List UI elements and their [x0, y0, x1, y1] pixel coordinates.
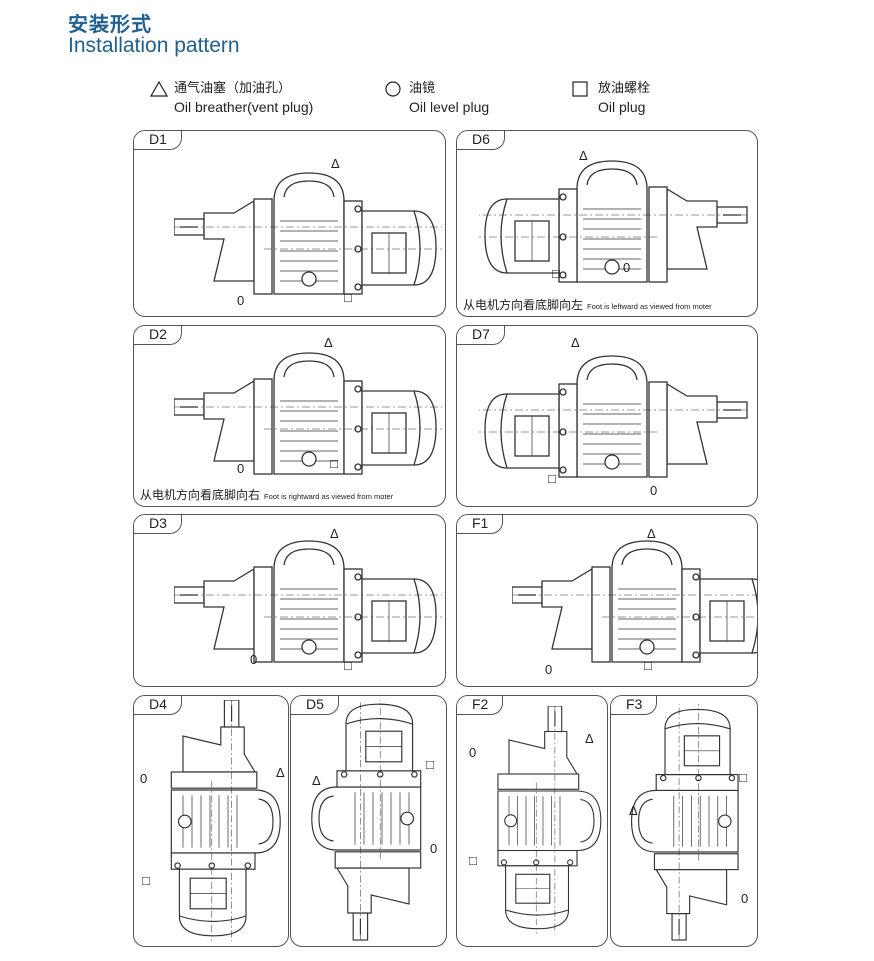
oil-drain-marker: □	[548, 471, 556, 486]
vent-plug-marker: Δ	[331, 156, 340, 171]
panel-label: D6	[457, 131, 505, 150]
oil-level-marker: 0	[250, 652, 258, 667]
square-icon	[572, 81, 588, 97]
panel-label: F3	[611, 696, 658, 715]
oil-drain-marker: □	[739, 770, 747, 785]
oil-drain-marker: □	[552, 266, 560, 281]
panel-d3: D3 Δ 0 □	[133, 514, 446, 687]
legend-label-en: Oil plug	[598, 99, 646, 115]
oil-drain-marker: □	[142, 873, 150, 888]
vent-plug-marker: Δ	[324, 335, 333, 350]
oil-level-marker: 0	[237, 461, 245, 476]
vent-plug-marker: Δ	[579, 148, 588, 163]
legend-label-en: Oil breather(vent plug)	[174, 99, 314, 115]
vent-plug-marker: Δ	[330, 526, 339, 541]
panel-label: D4	[134, 696, 182, 715]
panel-label: D1	[134, 131, 182, 150]
panel-d7: D7 Δ 0 □	[456, 325, 758, 507]
oil-drain-marker: □	[344, 290, 352, 305]
oil-level-marker: 0	[650, 483, 658, 498]
vent-plug-marker: Δ	[647, 526, 656, 541]
oil-level-marker: 0	[469, 745, 477, 760]
oil-level-marker: 0	[623, 260, 631, 275]
vent-plug-marker: Δ	[312, 773, 321, 788]
vent-plug-marker: Δ	[571, 335, 580, 350]
legend-label-cn: 油镜	[409, 81, 436, 96]
legend-label-cn: 放油螺栓	[598, 81, 651, 96]
vent-plug-marker: Δ	[629, 803, 638, 818]
vent-plug-marker: Δ	[585, 731, 594, 746]
oil-drain-marker: □	[469, 853, 477, 868]
panel-d4: D4 0 Δ □	[133, 695, 289, 947]
oil-level-marker: 0	[430, 841, 438, 856]
oil-drain-marker: □	[426, 757, 434, 772]
oil-level-marker: 0	[237, 293, 245, 308]
oil-drain-marker: □	[344, 658, 352, 673]
panel-f2: F2 0 Δ □	[456, 695, 608, 947]
oil-level-marker: 0	[741, 891, 749, 906]
circle-icon	[385, 81, 401, 97]
oil-drain-marker: □	[330, 456, 338, 471]
panel-d1: D1 Δ 0 □	[133, 130, 446, 317]
triangle-icon	[150, 81, 168, 97]
oil-level-marker: 0	[140, 771, 148, 786]
page-title-cn: 安装形式	[68, 12, 152, 36]
panel-f3: F3 Δ □ 0	[610, 695, 758, 947]
panel-label: D3	[134, 515, 182, 534]
panel-label: D2	[134, 326, 182, 345]
panel-f1: F1 Δ 0 □	[456, 514, 758, 687]
page-title-en: Installation pattern	[68, 34, 240, 57]
panel-label: F2	[457, 696, 504, 715]
legend-label-cn: 通气油塞（加油孔）	[174, 81, 292, 96]
vent-plug-marker: Δ	[276, 765, 285, 780]
panel-d5: D5 Δ □ 0	[290, 695, 447, 947]
panel-label: F1	[457, 515, 504, 534]
oil-level-marker: 0	[545, 662, 553, 677]
panel-label: D5	[291, 696, 339, 715]
oil-drain-marker: □	[644, 658, 652, 673]
legend-label-en: Oil level plug	[409, 99, 490, 115]
panel-label: D7	[457, 326, 505, 345]
